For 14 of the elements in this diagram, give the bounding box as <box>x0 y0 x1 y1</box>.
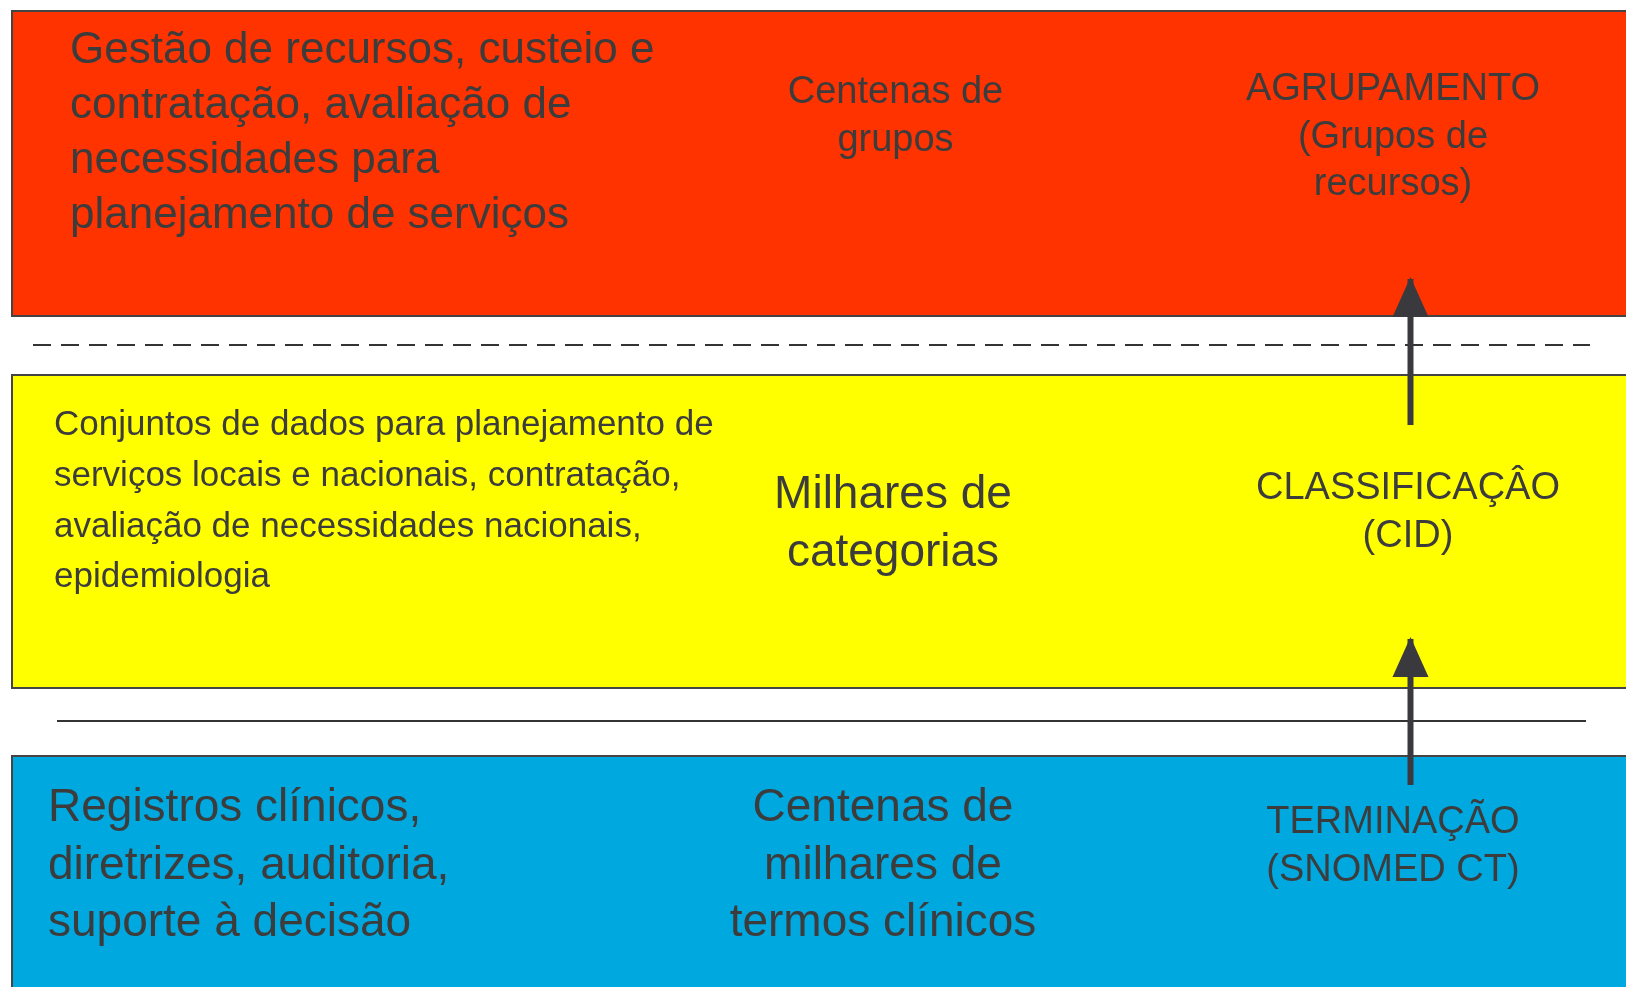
layer-text: Conjuntos de dados para planejamento de serviços locais e nacionais, contratação, avaliação de necessidades nacionais, epidemiologia <box>54 402 714 597</box>
layer-text: Gestão de recursos, custeio e contratação, avaliação de necessidades para planejamento de serviços <box>70 22 656 239</box>
band-background <box>11 755 1626 987</box>
band-background <box>11 10 1626 317</box>
layer-text: CLASSIFICAÇÂO (CID) <box>1254 464 1562 557</box>
layer-text: Milhares de categorias <box>773 465 1013 578</box>
layer-text: Centenas de milhares de termos clínicos <box>728 778 1038 948</box>
layer-text: TERMINAÇÃO (SNOMED CT) <box>1265 798 1521 891</box>
arrow <box>1392 637 1429 785</box>
layer-text: AGRUPAMENTO (Grupos de recursos) <box>1244 65 1542 205</box>
layer-text: Registros clínicos, diretrizes, auditoria, suporte à decisão <box>48 778 451 948</box>
band-background <box>11 374 1626 689</box>
arrow <box>1392 277 1429 425</box>
layer-text: Centenas de grupos <box>786 68 1005 161</box>
